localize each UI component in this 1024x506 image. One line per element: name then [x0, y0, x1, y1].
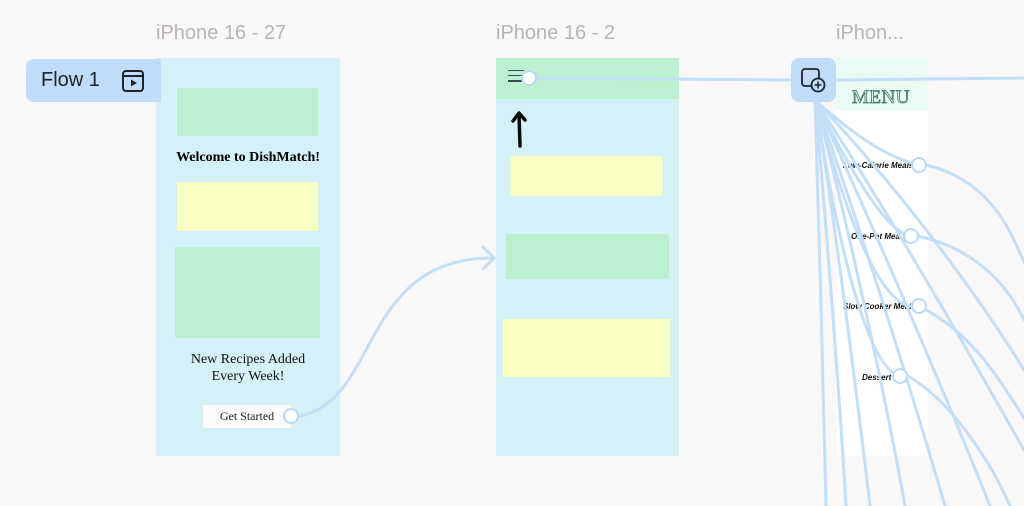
hamburger-menu-icon[interactable] — [508, 70, 524, 84]
menu-item-low-calorie[interactable]: Low-Calorie Meals — [843, 161, 911, 170]
connector-hamburger[interactable] — [521, 70, 537, 86]
tagline-line-2: Every Week! — [211, 369, 285, 384]
menu-title: MENU — [852, 87, 910, 109]
placeholder-text-block[interactable] — [177, 182, 318, 231]
play-prototype-icon[interactable] — [121, 69, 145, 93]
add-interaction-node[interactable] — [791, 58, 836, 102]
up-arrow-icon — [511, 111, 527, 148]
connector-low-calorie[interactable] — [911, 157, 927, 173]
flow-starting-point[interactable]: Flow 1 — [26, 59, 161, 102]
frame-iphone-menu[interactable] — [836, 58, 928, 456]
new-recipes-tagline: New Recipes Added Every Week! — [156, 351, 340, 385]
welcome-heading: Welcome to DishMatch! — [176, 150, 320, 165]
menu-item-slow-cooker[interactable]: Slow Cooker Meals — [843, 302, 911, 311]
add-interaction-icon — [801, 68, 826, 93]
frame-label-iphone-menu[interactable]: iPhon... — [836, 22, 904, 44]
placeholder-hero-block[interactable] — [175, 247, 320, 338]
connector-get-started[interactable] — [283, 408, 299, 424]
frame-label-iphone-16-27[interactable]: iPhone 16 - 27 — [156, 22, 287, 44]
tagline-line-1: New Recipes Added — [190, 352, 306, 367]
connector-one-pot[interactable] — [903, 228, 919, 244]
menu-item-dessert[interactable]: Dessert — [862, 373, 892, 382]
placeholder-image-block[interactable] — [177, 88, 318, 136]
content-block-3[interactable] — [503, 319, 670, 377]
get-started-button[interactable]: Get Started — [203, 405, 291, 428]
content-block-1[interactable] — [510, 156, 663, 196]
flow-label: Flow 1 — [41, 69, 100, 91]
connector-dessert[interactable] — [892, 368, 908, 384]
content-block-2[interactable] — [506, 234, 669, 279]
wire-arrowhead — [481, 245, 497, 271]
frame-label-iphone-16-2[interactable]: iPhone 16 - 2 — [496, 22, 615, 44]
connector-slow-cooker[interactable] — [911, 298, 927, 314]
frame-iphone-16-27[interactable] — [156, 58, 340, 456]
menu-item-one-pot[interactable]: One-Pot Meals — [851, 232, 901, 241]
frame-iphone-16-2[interactable] — [496, 58, 679, 456]
